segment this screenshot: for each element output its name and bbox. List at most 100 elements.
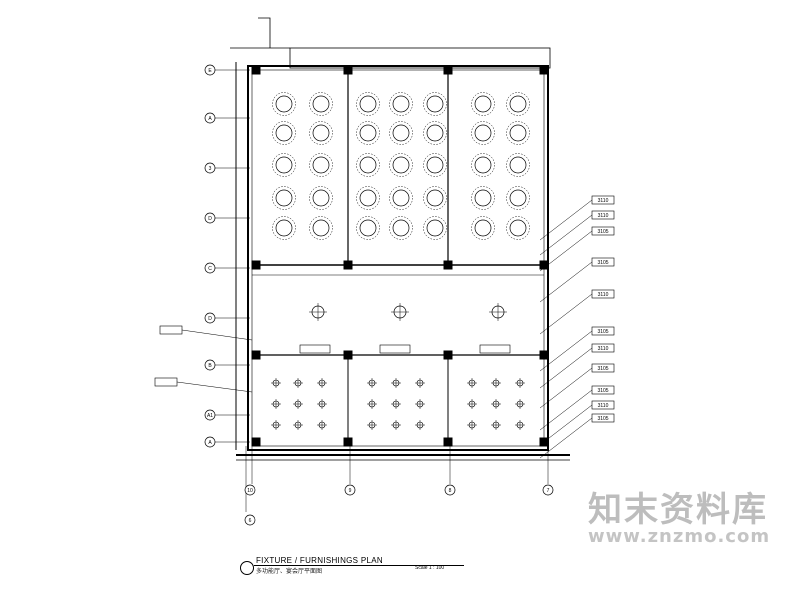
callout-leaders: 3110311031053105311031053110310531053110… — [154, 195, 615, 459]
grid-bubble — [204, 409, 216, 421]
callout-tag-label: 3110 — [598, 292, 609, 298]
callout-leader — [539, 389, 593, 431]
table-chairs — [356, 186, 380, 210]
watermark-url: www.znzmo.com — [588, 526, 771, 547]
watermark: 知末资料库 www.znzmo.com — [588, 482, 788, 550]
table-chairs — [272, 186, 296, 210]
grid-bubble — [444, 484, 456, 496]
table-chairs — [356, 153, 380, 177]
callout-tag — [591, 289, 615, 299]
table-chairs — [309, 186, 333, 210]
grid-bubble — [204, 64, 216, 76]
grid-bubble-label: 10 — [247, 488, 253, 494]
callout-tag-label: 3105 — [597, 260, 608, 266]
table-chairs — [471, 92, 495, 116]
grid-bubble — [244, 514, 256, 526]
grid-bubble-label: C — [208, 266, 212, 272]
callout-tag — [591, 363, 615, 373]
table-chairs — [471, 186, 495, 210]
table-chairs — [423, 216, 447, 240]
round-table — [359, 156, 377, 174]
round-table — [426, 219, 444, 237]
grid-bubble-label: E — [208, 68, 212, 74]
table-chairs — [471, 153, 495, 177]
callout-tag — [591, 385, 615, 395]
column — [443, 65, 453, 75]
watermark-title: 知末资料库 — [588, 490, 768, 530]
grid-bubble-label: A — [208, 116, 212, 122]
chandelier-arms — [317, 399, 327, 409]
callout-tag-label: 3105 — [597, 329, 608, 335]
callout-tag — [591, 400, 615, 410]
grid-bubble-label: 8 — [449, 488, 452, 494]
callout-tag-label: 3110 — [598, 198, 609, 204]
grid-bubble — [244, 484, 256, 496]
callout-leader — [539, 417, 593, 459]
column — [443, 437, 453, 447]
callout-tag — [591, 226, 615, 236]
column — [251, 65, 261, 75]
chandelier-arms — [317, 378, 327, 388]
column — [251, 350, 261, 360]
table-chairs — [506, 92, 530, 116]
round-table — [275, 95, 293, 113]
round-table — [474, 156, 492, 174]
callout-tag — [591, 343, 615, 353]
table-chairs — [506, 153, 530, 177]
round-table — [509, 124, 527, 142]
console-table — [379, 344, 411, 354]
chandelier-arms — [293, 399, 303, 409]
grid-bubble-label: B — [208, 363, 212, 369]
callout-leader — [181, 329, 253, 341]
column — [343, 350, 353, 360]
round-table — [359, 219, 377, 237]
callout-tag — [591, 326, 615, 336]
round-table — [474, 124, 492, 142]
callout-tag-label: 3105 — [597, 229, 608, 235]
callout-tag-label: 3110 — [598, 403, 609, 409]
callout-leader — [176, 381, 253, 393]
callout-tag — [591, 210, 615, 220]
chandelier-arms — [467, 399, 477, 409]
table-chairs — [423, 153, 447, 177]
column — [443, 260, 453, 270]
drawing-title-block: FIXTURE / FURNISHINGS PLAN 多功能厅、宴会厅平面图 S… — [240, 556, 470, 582]
foyer-chandelier-arms — [391, 303, 409, 321]
round-table — [312, 95, 330, 113]
round-table — [426, 95, 444, 113]
callout-leader — [539, 347, 593, 389]
chandelier-arms — [391, 378, 401, 388]
grid-bubble — [344, 484, 356, 496]
grid-bubble — [204, 436, 216, 448]
round-tables — [272, 92, 530, 240]
table-chairs — [389, 121, 413, 145]
round-table — [509, 219, 527, 237]
grid-bubble — [204, 359, 216, 371]
console-table — [479, 344, 511, 354]
callout-leader — [539, 330, 593, 372]
inner-wall — [251, 69, 545, 447]
table-chairs — [309, 153, 333, 177]
column — [539, 350, 549, 360]
round-table — [359, 95, 377, 113]
round-table — [509, 95, 527, 113]
callout-tag-label: 3105 — [597, 416, 608, 422]
callout-tag — [159, 325, 183, 335]
round-table — [426, 189, 444, 207]
grid-bubble-label: D — [208, 316, 212, 322]
drawing-subtitle: 多功能厅、宴会厅平面图 — [256, 569, 323, 575]
callout-leader — [539, 199, 593, 241]
round-table — [275, 124, 293, 142]
table-chairs — [389, 92, 413, 116]
callout-leader — [539, 293, 593, 335]
grid-bubble-label: 3 — [209, 166, 212, 172]
table-chairs — [272, 92, 296, 116]
column — [443, 350, 453, 360]
table-chairs — [272, 153, 296, 177]
console-table — [299, 344, 331, 354]
round-table — [392, 219, 410, 237]
table-chairs — [471, 216, 495, 240]
column — [343, 65, 353, 75]
table-chairs — [356, 216, 380, 240]
